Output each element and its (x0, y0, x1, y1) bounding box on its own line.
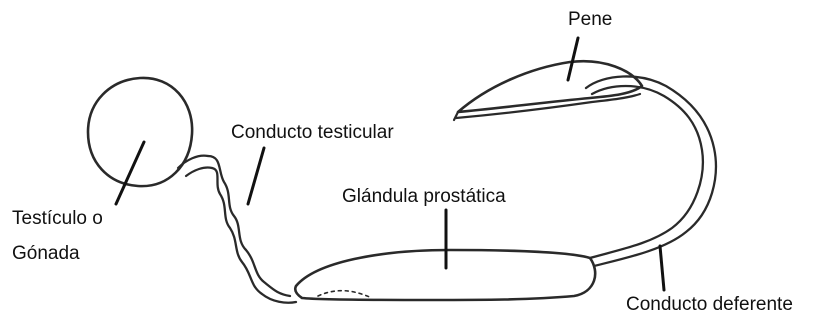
testicle-neck-inner (186, 167, 212, 176)
label-testiculo-line1: Testículo o (12, 206, 103, 231)
leader-line-testiculo (116, 142, 144, 204)
leader-line-pene (568, 38, 578, 80)
penis-inner-channel (456, 94, 640, 118)
label-conducto-testicular: Conducto testicular (231, 120, 394, 145)
label-testiculo-line2: Gónada (12, 241, 80, 266)
testicle-outline (88, 78, 192, 186)
label-pene: Pene (568, 7, 612, 32)
vas-deferens-inner (586, 76, 716, 266)
prostate-gland-shading (318, 291, 372, 298)
label-conducto-deferente: Conducto deferente (626, 292, 793, 317)
label-glandula-prostatica: Glándula prostática (342, 184, 506, 209)
leader-line-conducto-testicular (248, 148, 264, 204)
leader-line-conducto-deferente (660, 246, 664, 290)
